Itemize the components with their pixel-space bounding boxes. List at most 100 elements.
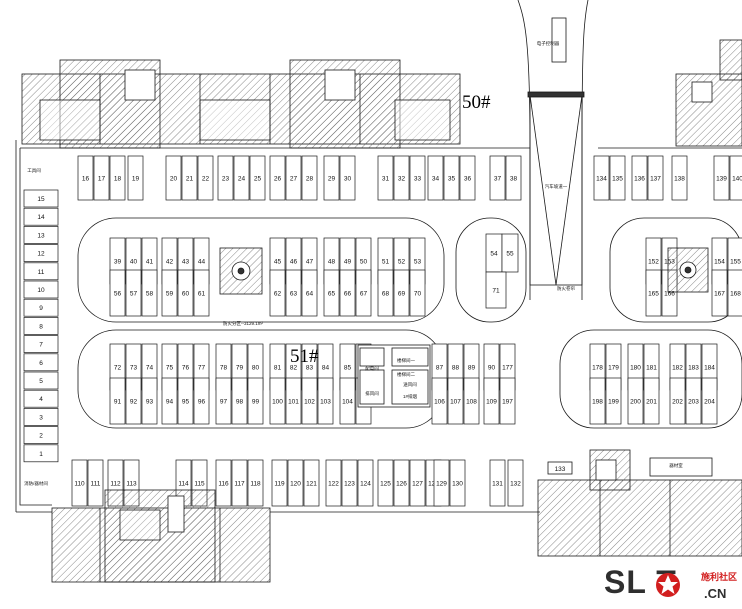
stall-number: 35 bbox=[448, 176, 456, 183]
car-ramp bbox=[517, 0, 589, 300]
parking-stall bbox=[355, 269, 372, 317]
stall-number: 44 bbox=[198, 259, 206, 266]
parking-stall bbox=[197, 155, 214, 201]
parking-stall bbox=[393, 459, 410, 507]
parking-stall bbox=[23, 389, 59, 408]
stall-number: 76 bbox=[182, 365, 190, 372]
stall-number: 26 bbox=[274, 176, 282, 183]
parking-stall bbox=[269, 269, 286, 317]
watermark: SL T .CN 施利社区 bbox=[604, 562, 740, 606]
parking-stall bbox=[193, 269, 210, 317]
stall-number: 72 bbox=[114, 365, 122, 372]
parking-stall bbox=[181, 155, 198, 201]
parking-stall bbox=[247, 377, 264, 425]
parking-stall bbox=[447, 377, 464, 425]
stall-number: 122 bbox=[328, 481, 339, 488]
parking-stall bbox=[727, 269, 742, 317]
core-b-label: 楼梯间一 bbox=[397, 357, 415, 364]
parking-stall bbox=[443, 155, 460, 201]
stall-number: 135 bbox=[612, 176, 623, 183]
stall-number: 2 bbox=[39, 433, 43, 440]
stall-number: 127 bbox=[412, 481, 423, 488]
parking-stall bbox=[23, 353, 59, 372]
stall-number: 183 bbox=[688, 365, 699, 372]
parking-stall bbox=[409, 155, 426, 201]
parking-stall bbox=[499, 377, 516, 425]
parking-stall bbox=[285, 155, 302, 201]
stall-number: 8 bbox=[39, 323, 43, 330]
fan-shaft-2 bbox=[667, 247, 709, 293]
stall-number: 17 bbox=[98, 176, 106, 183]
parking-stall bbox=[71, 459, 88, 507]
stall-number: 33 bbox=[414, 176, 422, 183]
stall-number: 165 bbox=[648, 291, 659, 298]
stall-number: 89 bbox=[468, 365, 476, 372]
stall-number: 123 bbox=[344, 481, 355, 488]
parking-stall bbox=[23, 335, 59, 353]
stall-number: 14 bbox=[37, 214, 45, 221]
parking-stall bbox=[177, 269, 194, 317]
parking-stall bbox=[325, 459, 342, 507]
parking-stall bbox=[645, 269, 662, 317]
right-room-label: 器材室 bbox=[669, 462, 683, 469]
parking-stall bbox=[23, 207, 59, 226]
parking-stall bbox=[483, 377, 500, 425]
stall-number: 41 bbox=[146, 259, 154, 266]
stall-number: 43 bbox=[182, 259, 190, 266]
stall-number: 69 bbox=[398, 291, 406, 298]
stall-number: 101 bbox=[288, 399, 299, 406]
parking-stall bbox=[377, 459, 394, 507]
stall-number: 38 bbox=[510, 176, 518, 183]
stall-number: 55 bbox=[506, 251, 514, 258]
stall-133-label: 133 bbox=[555, 466, 566, 473]
stall-number: 65 bbox=[328, 291, 336, 298]
stall-number: 40 bbox=[130, 259, 138, 266]
stall-number: 112 bbox=[110, 481, 121, 488]
parking-stall bbox=[643, 377, 660, 425]
parking-stall bbox=[177, 377, 194, 425]
stall-number: 178 bbox=[592, 365, 603, 372]
parking-stall bbox=[711, 269, 728, 317]
stall-number: 99 bbox=[252, 399, 260, 406]
stall-number: 67 bbox=[360, 291, 368, 298]
stall-number: 181 bbox=[646, 365, 657, 372]
stall-number: 28 bbox=[306, 176, 314, 183]
stall-number: 16 bbox=[82, 176, 90, 183]
stall-number: 198 bbox=[592, 399, 603, 406]
stall-number: 37 bbox=[494, 176, 502, 183]
stall-number: 58 bbox=[146, 291, 154, 298]
stall-number: 197 bbox=[502, 399, 513, 406]
building-51-structure bbox=[51, 489, 271, 583]
top-shaft-label: 电子控制器 bbox=[537, 40, 560, 47]
parking-stall bbox=[109, 155, 126, 201]
stall-number: 134 bbox=[596, 176, 607, 183]
stall-number: 102 bbox=[304, 399, 315, 406]
parking-stall bbox=[141, 377, 158, 425]
parking-stall bbox=[215, 377, 232, 425]
stall-number: 52 bbox=[398, 259, 406, 266]
stall-number: 166 bbox=[664, 291, 675, 298]
parking-stall bbox=[249, 155, 266, 201]
parking-stall bbox=[93, 155, 110, 201]
parking-stall bbox=[301, 377, 318, 425]
stall-number: 87 bbox=[436, 365, 444, 372]
parking-stall bbox=[357, 459, 374, 507]
parking-stall bbox=[323, 155, 340, 201]
stall-number: 12 bbox=[37, 251, 45, 258]
stall-number: 113 bbox=[126, 481, 137, 488]
stall-number: 182 bbox=[672, 365, 683, 372]
stall-number: 202 bbox=[672, 399, 683, 406]
parking-stall bbox=[87, 459, 104, 507]
parking-stall bbox=[23, 189, 59, 208]
core-e-label: 送风间 bbox=[403, 381, 417, 388]
stall-number: 117 bbox=[234, 481, 245, 488]
parking-stall bbox=[339, 155, 356, 201]
stall-number: 24 bbox=[238, 176, 246, 183]
parking-stall bbox=[323, 269, 340, 317]
stall-number: 57 bbox=[130, 291, 138, 298]
parking-stall bbox=[489, 459, 506, 507]
stall-number: 1 bbox=[39, 451, 43, 458]
stall-number: 45 bbox=[274, 259, 282, 266]
stall-number: 60 bbox=[182, 291, 190, 298]
